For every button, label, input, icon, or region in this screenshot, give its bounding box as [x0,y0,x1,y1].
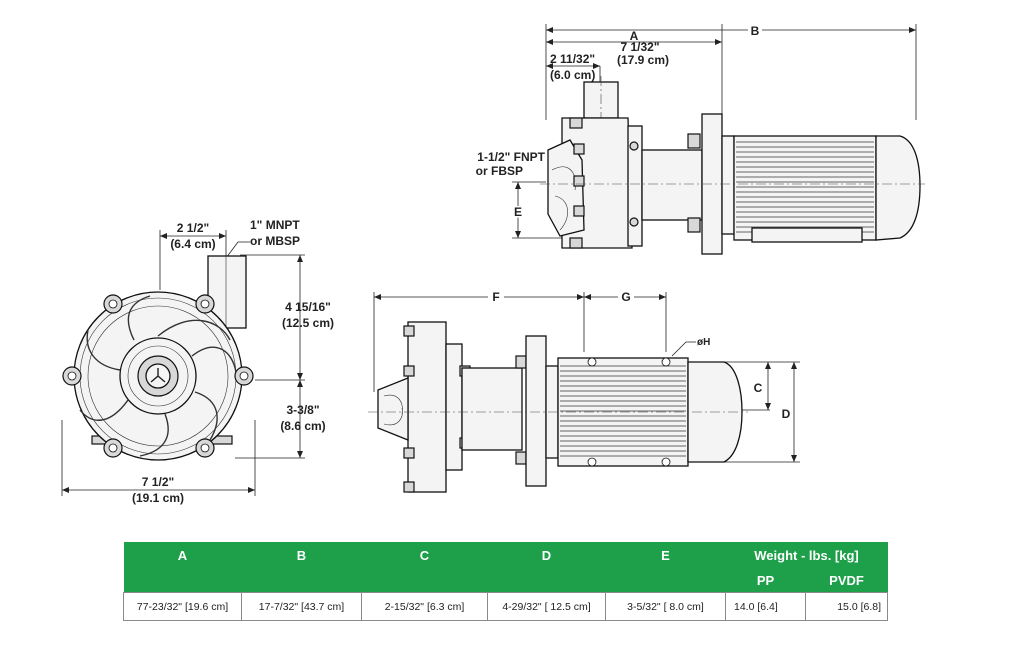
offset-label: 2 11/32" [550,52,595,66]
front-view: 2 1/2" (6.4 cm) 1" MNPT or MBSP 4 15/16"… [61,218,334,505]
spec-table: A B C D E Weight - lbs. [kg] PP PVDF 77-… [123,542,889,621]
cell-pvdf: 15.0 [6.8] [804,592,889,621]
header-c: C [361,542,488,568]
dim-b-label: B [751,24,760,38]
outlet-label: 1-1/2" FNPT [477,150,545,164]
dim-e-label: E [514,205,522,219]
table-subheader-row: PP PVDF [123,568,888,593]
dim-a-cm: (17.9 cm) [617,53,669,67]
subheader-blank [123,568,726,593]
dim-f-label: F [492,290,499,304]
offset-cm-label: (6.0 cm) [550,68,595,82]
header-a: A [123,542,242,568]
inlet-alt-label: or MBSP [250,234,300,248]
outlet-alt-label: or FBSP [476,164,523,178]
cell-a: 77-23/32" [19.6 cm] [123,592,242,621]
dim-a-value: 7 1/32" [620,40,659,54]
top-view: A 7 1/32" (17.9 cm) B 2 11/32" (6.0 cm) … [476,24,925,255]
dim-a-label: A [630,29,639,43]
cell-b: 17-7/32" [43.7 cm] [241,592,362,621]
cell-e: 3-5/32" [ 8.0 cm] [605,592,726,621]
dim-g-label: G [621,290,630,304]
header-b: B [241,542,362,568]
dim-d-label: D [782,407,791,421]
dim-h-label: øH [697,337,710,348]
header-pvdf: PVDF [805,568,888,593]
cell-c: 2-15/32" [6.3 cm] [361,592,488,621]
front-bottom-width-cm: (19.1 cm) [132,491,184,505]
header-e: E [605,542,726,568]
header-weight: Weight - lbs. [kg] [725,542,888,568]
dim-c-label: C [754,381,763,395]
header-pp: PP [725,568,806,593]
cell-pp: 14.0 [6.4] [725,592,806,621]
front-top-width: 2 1/2" [177,221,209,235]
front-lower-height: 3-3/8" [286,403,319,417]
table-row: 77-23/32" [19.6 cm] 17-7/32" [43.7 cm] 2… [123,592,889,621]
front-lower-height-cm: (8.6 cm) [280,419,325,433]
front-upper-height-cm: (12.5 cm) [282,316,334,330]
front-top-width-cm: (6.4 cm) [170,237,215,251]
header-d: D [487,542,606,568]
side-view: F G øH C D [368,290,800,493]
inlet-label: 1" MNPT [250,218,300,232]
pump-dimension-drawing: 2 1/2" (6.4 cm) 1" MNPT or MBSP 4 15/16"… [61,24,925,505]
table-header-row: A B C D E Weight - lbs. [kg] [123,542,888,568]
front-upper-height: 4 15/16" [285,300,331,314]
front-bottom-width: 7 1/2" [142,475,174,489]
cell-d: 4-29/32" [ 12.5 cm] [487,592,606,621]
